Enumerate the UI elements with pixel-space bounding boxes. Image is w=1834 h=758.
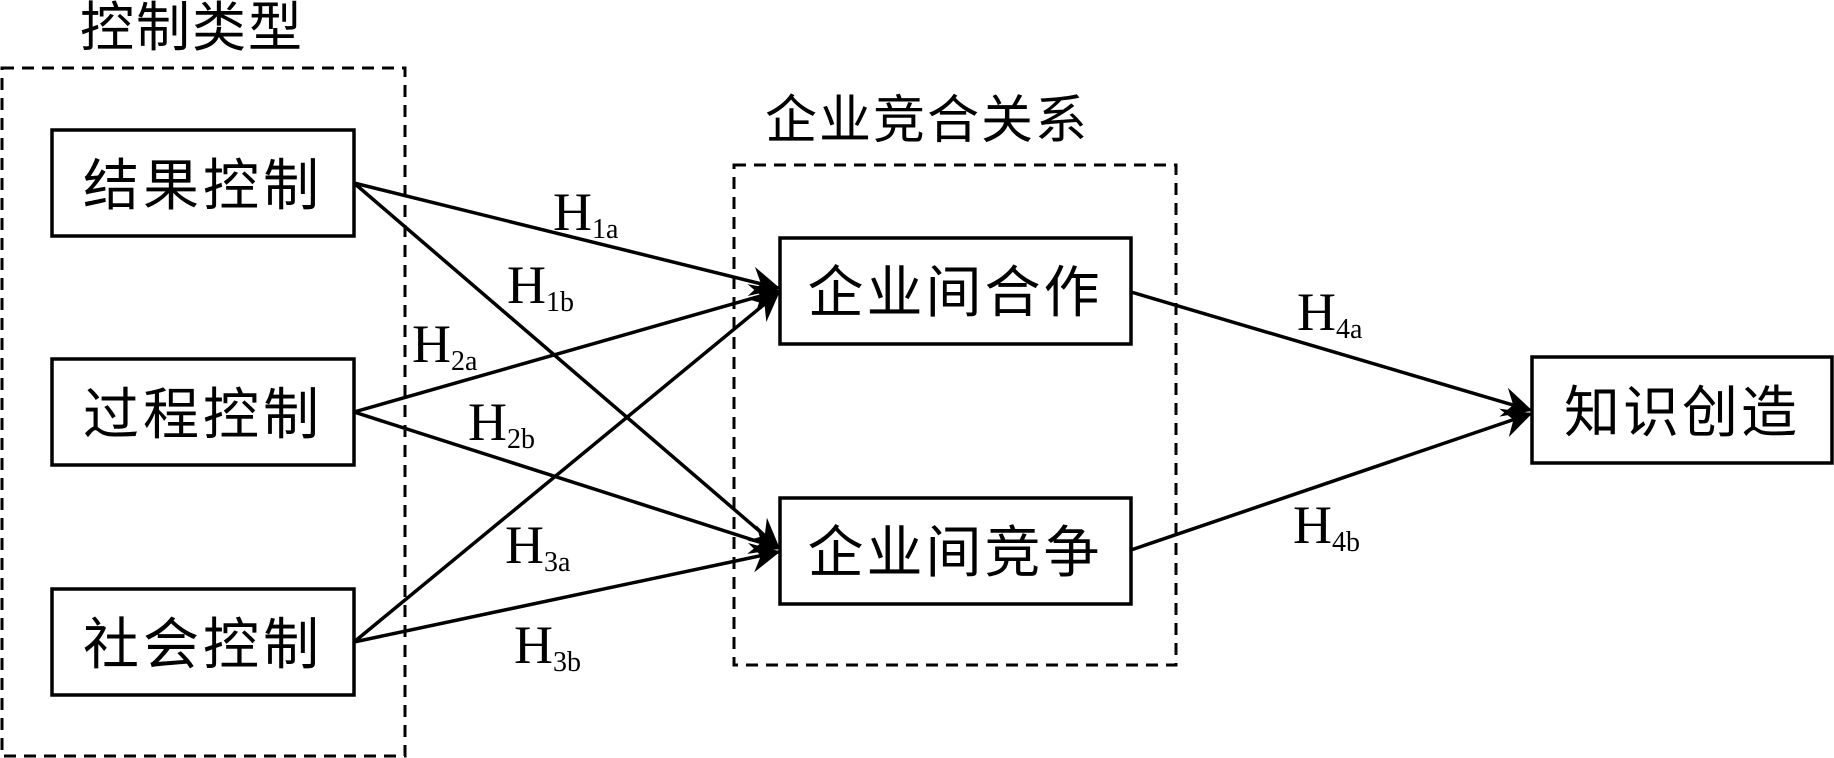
control-types-group (0, 66, 407, 758)
node-inter-firm-cooperation: 企业间合作 (778, 236, 1133, 346)
node-knowledge-creation: 知识创造 (1530, 355, 1834, 465)
arrow-h4b (1130, 408, 1533, 552)
arrows (352, 181, 1533, 644)
node-social-control-label: 社会控制 (83, 613, 323, 678)
node-inter-firm-cooperation-label: 企业间合作 (808, 261, 1103, 326)
arrow-h4a (1130, 290, 1533, 417)
node-outcome-control: 结果控制 (50, 128, 356, 238)
hypothesis-label-h1a: H1a (553, 182, 619, 245)
competition-cooperation-group (732, 163, 1178, 667)
hypothesis-label-h3b: H3b (514, 615, 581, 678)
node-process-control-label: 过程控制 (83, 383, 323, 448)
node-inter-firm-competition: 企业间竞争 (778, 496, 1133, 606)
hypothesis-label-h3a: H3a (505, 515, 571, 578)
control-types-group-label: 控制类型 (80, 0, 304, 59)
arrow-h3a (352, 291, 780, 644)
node-social-control: 社会控制 (50, 587, 356, 697)
hypothesis-label-h4b: H4b (1293, 495, 1360, 558)
arrow-h1b (352, 181, 780, 549)
hypothesis-label-h2a: H2a (412, 314, 478, 377)
hypothesis-label-h4a: H4a (1297, 282, 1363, 345)
node-knowledge-creation-label: 知识创造 (1564, 381, 1800, 446)
node-inter-firm-competition-label: 企业间竞争 (808, 521, 1103, 586)
node-outcome-control-label: 结果控制 (83, 154, 323, 219)
node-process-control: 过程控制 (50, 357, 356, 467)
arrow-h2a (353, 284, 781, 414)
hypothesis-label-h2b: H2b (468, 392, 535, 455)
arrow-h1a (353, 181, 781, 296)
arrow-h3b (353, 543, 781, 644)
competition-cooperation-group-label: 企业竞合关系 (765, 91, 1089, 151)
arrow-h2b (353, 410, 781, 554)
hypothesis-label-h1b: H1b (507, 255, 574, 318)
